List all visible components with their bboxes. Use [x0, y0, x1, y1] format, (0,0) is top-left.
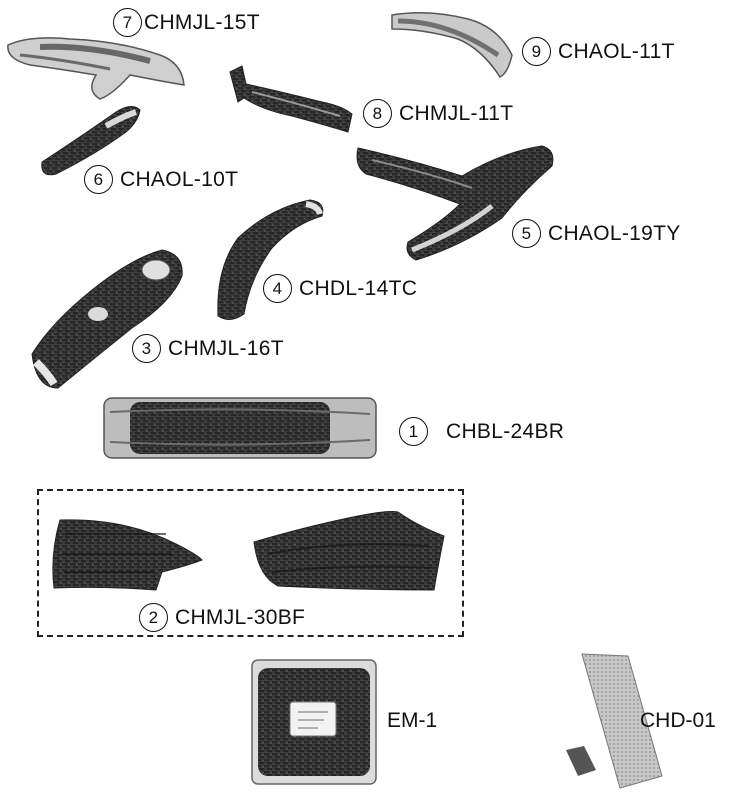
- log-5-image: [352, 142, 562, 267]
- callout-8: 8: [363, 99, 392, 128]
- log-3-image: [22, 242, 182, 392]
- callout-9: 9: [522, 37, 551, 66]
- part-label-5: 5 CHAOL-19TY: [512, 219, 681, 248]
- callout-7: 7: [113, 8, 142, 37]
- part-label-4: 4 CHDL-14TC: [263, 274, 417, 303]
- accessory-label-chd-01: CHD-01: [640, 709, 716, 733]
- part-label-9: 9 CHAOL-11T: [522, 37, 675, 66]
- log-2-left-image: [46, 514, 206, 594]
- log-9-image: [388, 5, 518, 85]
- part-code: CHAOL-11T: [558, 40, 675, 64]
- part-code: CHMJL-16T: [168, 337, 284, 361]
- callout-4: 4: [263, 274, 292, 303]
- callout-2: 2: [139, 603, 168, 632]
- log-8-image: [222, 62, 358, 142]
- part-label-6: 6 CHAOL-10T: [84, 165, 238, 194]
- part-code: CHDL-14TC: [299, 277, 417, 301]
- accessory-label-em-1: EM-1: [387, 709, 437, 733]
- part-code: CHMJL-11T: [399, 102, 513, 126]
- callout-3: 3: [132, 334, 161, 363]
- log-7-image: [0, 25, 190, 105]
- log-4-image: [210, 198, 330, 326]
- part-code: CHAOL-10T: [120, 168, 238, 192]
- log-2-right-image: [248, 506, 448, 596]
- part-code: CHMJL-15T: [144, 11, 260, 35]
- part-code: CHBL-24BR: [446, 420, 564, 444]
- part-label-2: 2 CHMJL-30BF: [139, 603, 305, 632]
- part-label-1: 1 CHBL-24BR: [399, 417, 564, 446]
- part-label-7: 7 CHMJL-15T: [113, 8, 260, 37]
- part-code: CHAOL-19TY: [548, 222, 681, 246]
- log-1-image: [100, 392, 380, 464]
- ember-bag-icon: [248, 656, 380, 788]
- callout-6: 6: [84, 165, 113, 194]
- part-label-3: 3 CHMJL-16T: [132, 334, 284, 363]
- part-label-8: 8 CHMJL-11T: [363, 99, 513, 128]
- callout-5: 5: [512, 219, 541, 248]
- callout-1: 1: [399, 417, 428, 446]
- part-code: CHMJL-30BF: [175, 606, 305, 630]
